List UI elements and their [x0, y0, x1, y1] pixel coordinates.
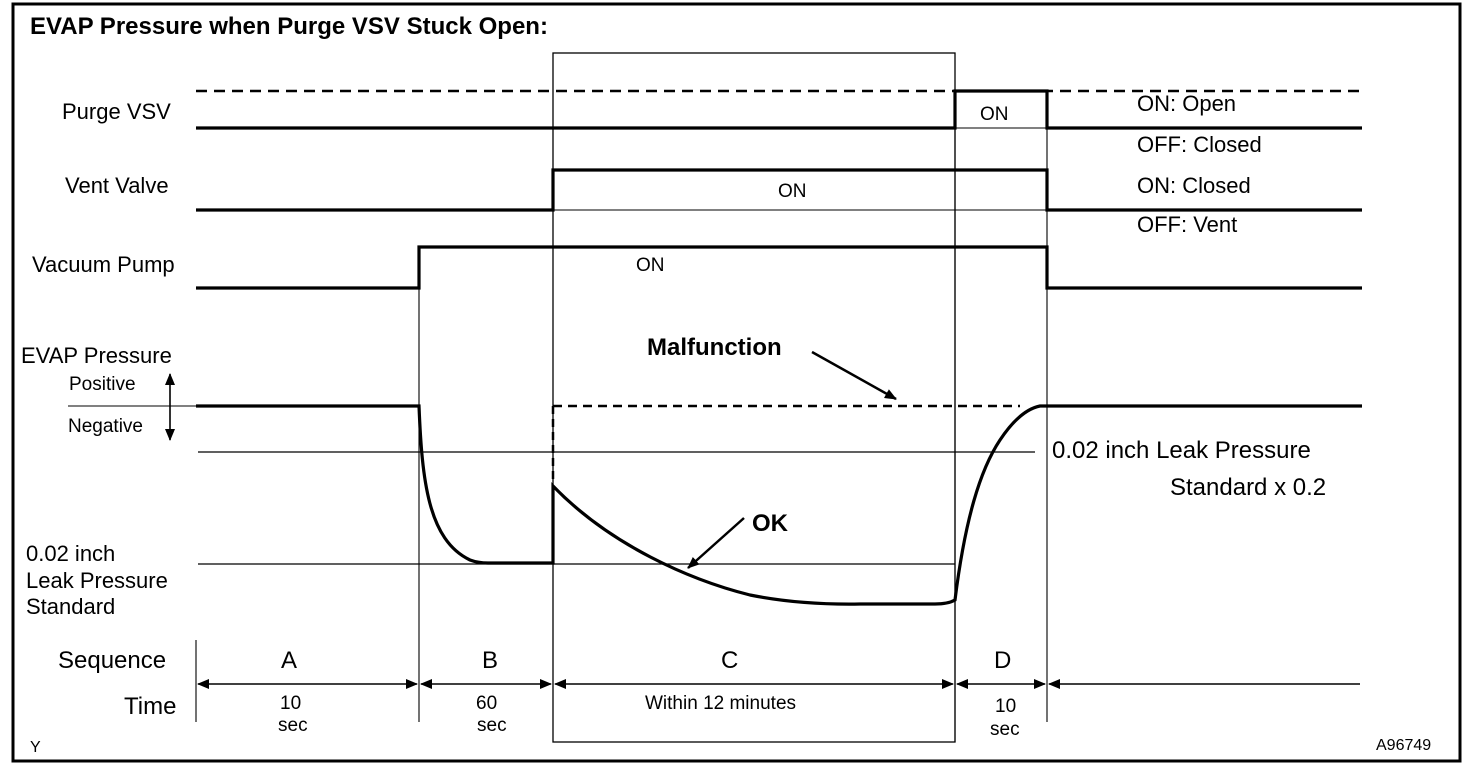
malfunction-label: Malfunction	[647, 334, 782, 361]
label-evap-pressure: EVAP Pressure	[21, 343, 172, 368]
label-positive: Positive	[69, 374, 136, 395]
label-negative: Negative	[68, 416, 143, 437]
legend-purge-on: ON: Open	[1137, 91, 1236, 116]
leak-standard-label-line1: 0.02 inch	[26, 541, 115, 566]
outer-border	[11, 2, 1462, 763]
leak-x02-label-line1: 0.02 inch Leak Pressure	[1052, 437, 1311, 464]
legend-purge-off: OFF: Closed	[1137, 132, 1262, 157]
vacuum-pump-signal	[196, 245, 1362, 290]
sequence-step-b: B	[482, 647, 498, 674]
sequence-label: Sequence	[58, 647, 166, 674]
time-b-line2: sec	[477, 715, 507, 736]
time-b-line1: 60	[476, 693, 497, 714]
purge-on-label: ON	[980, 104, 1009, 125]
purge-vsv-signal	[196, 89, 1362, 130]
time-d-line1: 10	[995, 696, 1016, 717]
time-c: Within 12 minutes	[645, 693, 796, 714]
vent-on-label: ON	[778, 181, 807, 202]
figure-id: A96749	[1376, 737, 1431, 754]
sequence-step-c: C	[721, 647, 738, 674]
leak-x02-label-line2: Standard x 0.2	[1170, 474, 1326, 501]
legend-vent-on: ON: Closed	[1137, 173, 1251, 198]
phase-boundaries	[195, 90, 1048, 742]
vent-valve-signal	[196, 168, 1362, 212]
leak-standard-label-line2: Leak Pressure	[26, 568, 168, 593]
label-vacuum-pump: Vacuum Pump	[32, 252, 175, 277]
label-purge-vsv: Purge VSV	[62, 99, 171, 124]
legend-vent-off: OFF: Vent	[1137, 212, 1237, 237]
time-d-line2: sec	[990, 719, 1020, 740]
label-vent-valve: Vent Valve	[65, 173, 169, 198]
sequence-step-d: D	[994, 647, 1011, 674]
time-label: Time	[124, 693, 176, 720]
pump-on-label: ON	[636, 255, 665, 276]
corner-mark: Y	[30, 739, 41, 756]
time-a-line1: 10	[280, 693, 301, 714]
malfunction-arrow	[811, 350, 897, 401]
leak-standard-label-line3: Standard	[26, 594, 115, 619]
ok-arrow	[687, 517, 745, 569]
evap-pressure-curve	[196, 404, 1362, 606]
diagram-title: EVAP Pressure when Purge VSV Stuck Open:	[30, 13, 548, 40]
sequence-step-a: A	[281, 647, 297, 674]
time-a-line2: sec	[278, 715, 308, 736]
ok-label: OK	[752, 510, 789, 537]
